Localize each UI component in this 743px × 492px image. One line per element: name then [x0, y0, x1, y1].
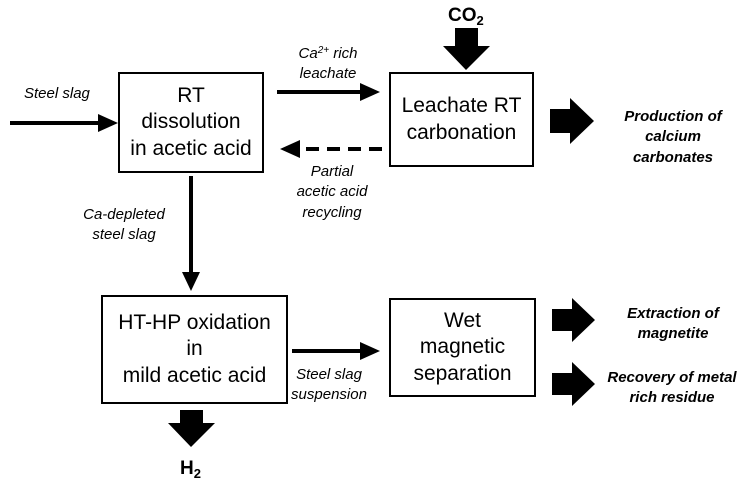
calcium-carbonates-line2: calcium — [645, 128, 701, 146]
calcium-carbonates-output: Production of calcium carbonates — [618, 107, 728, 168]
co2-subscript: 2 — [476, 13, 484, 28]
carbonates-output-arrow — [550, 98, 594, 144]
partial-recycling-line2: acetic acid — [296, 183, 368, 201]
ht-hp-oxidation-line1: HT-HP oxidation in — [118, 311, 271, 361]
ca-depleted-arrow — [182, 176, 200, 291]
calcium-carbonates-line3: carbonates — [632, 148, 714, 166]
ht-hp-oxidation-box: HT-HP oxidation in mild acetic acid — [101, 295, 288, 404]
slag-suspension-label: Steel slag suspension — [284, 365, 374, 406]
co2-label: CO2 — [448, 6, 484, 27]
steel-slag-input-label: Steel slag — [24, 84, 90, 104]
ca-depleted-line1: Ca-depleted — [83, 206, 165, 223]
h2-label: H2 — [180, 459, 201, 480]
magnetite-line2: magnetite — [637, 325, 709, 343]
h2-output-arrow — [168, 410, 215, 447]
rt-dissolution-line1: RT dissolution — [141, 84, 241, 134]
metal-residue-output: Recovery of metal rich residue — [604, 368, 740, 409]
magnetite-output: Extraction of magnetite — [617, 304, 729, 345]
magnetite-line1: Extraction of — [627, 305, 719, 322]
residue-output-arrow — [552, 362, 595, 406]
wet-magnetic-separation-line1: Wet magnetic — [419, 309, 506, 359]
ca-rich-leachate-line2: leachate — [299, 65, 357, 83]
magnetite-output-arrow — [552, 298, 595, 342]
rt-dissolution-box: RT dissolution in acetic acid — [118, 72, 264, 173]
leachate-carbonation-line1: Leachate RT — [401, 94, 522, 118]
calcium-carbonates-line1: Production of — [624, 108, 722, 125]
metal-residue-line1: Recovery of metal — [607, 369, 737, 386]
ca-rich-leachate-line1-rest: rich — [329, 45, 358, 62]
partial-recycling-line3: recycling — [302, 203, 362, 221]
calcium-ion-charge: 2+ — [317, 45, 330, 56]
rt-dissolution-line2: in acetic acid — [130, 136, 252, 160]
h2-base: H — [180, 458, 194, 479]
co2-input-arrow — [443, 28, 490, 70]
partial-recycling-label: Partial acetic acid recycling — [278, 162, 386, 223]
co2-base: CO — [448, 5, 477, 26]
slag-suspension-line1: Steel slag — [296, 366, 362, 383]
ca-depleted-line2: steel slag — [92, 226, 156, 244]
leachate-carbonation-line2: carbonation — [406, 120, 517, 144]
metal-residue-line2: rich residue — [629, 389, 715, 407]
leachate-arrow — [277, 83, 380, 101]
wet-magnetic-separation-box: Wet magnetic separation — [389, 298, 536, 397]
ca-depleted-label: Ca-depleted steel slag — [78, 205, 170, 246]
slag-suspension-line2: suspension — [291, 386, 367, 404]
steel-slag-input-text: Steel slag — [24, 85, 90, 102]
calcium-ion-base: Ca — [298, 45, 318, 62]
recycling-dashed-arrow — [280, 140, 382, 158]
partial-recycling-line1: Partial — [310, 163, 354, 180]
steel-slag-input-arrow — [10, 114, 118, 132]
ht-hp-oxidation-line2: mild acetic acid — [122, 363, 267, 387]
ca-rich-leachate-label: Ca2+ rich leachate — [283, 44, 373, 85]
wet-magnetic-separation-line2: separation — [413, 361, 512, 385]
leachate-carbonation-box: Leachate RT carbonation — [389, 72, 534, 167]
h2-subscript: 2 — [193, 466, 201, 481]
suspension-arrow — [292, 342, 380, 360]
